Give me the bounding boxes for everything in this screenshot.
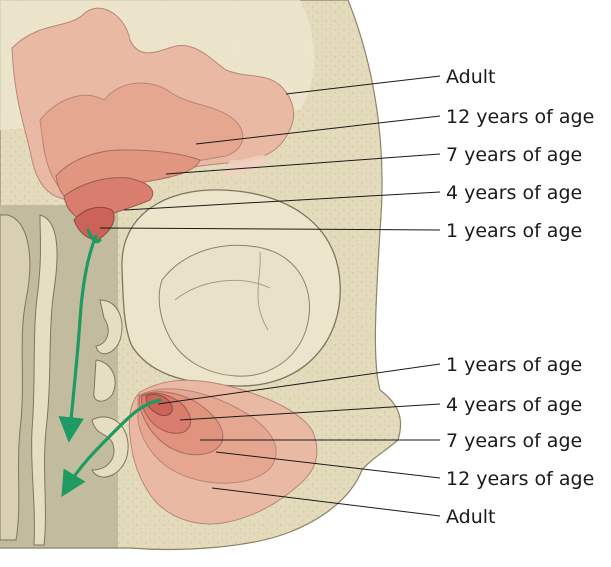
label-frontal-adult: Adult [446, 66, 496, 88]
label-frontal-12-years: 12 years of age [446, 106, 594, 128]
orbit [122, 190, 340, 386]
label-maxillary-1-year: 1 years of age [446, 354, 582, 376]
label-maxillary-4-years: 4 years of age [446, 394, 582, 416]
label-maxillary-7-years: 7 years of age [446, 430, 582, 452]
label-frontal-7-years: 7 years of age [446, 144, 582, 166]
label-maxillary-12-years: 12 years of age [446, 468, 594, 490]
label-frontal-4-years: 4 years of age [446, 182, 582, 204]
label-frontal-1-year: 1 years of age [446, 220, 582, 242]
nasal-cavity [0, 205, 128, 548]
frontal-sinus-labels: Adult 12 years of age 7 years of age 4 y… [446, 66, 594, 242]
label-maxillary-adult: Adult [446, 506, 496, 528]
maxillary-sinus-labels: 1 years of age 4 years of age 7 years of… [446, 354, 594, 528]
